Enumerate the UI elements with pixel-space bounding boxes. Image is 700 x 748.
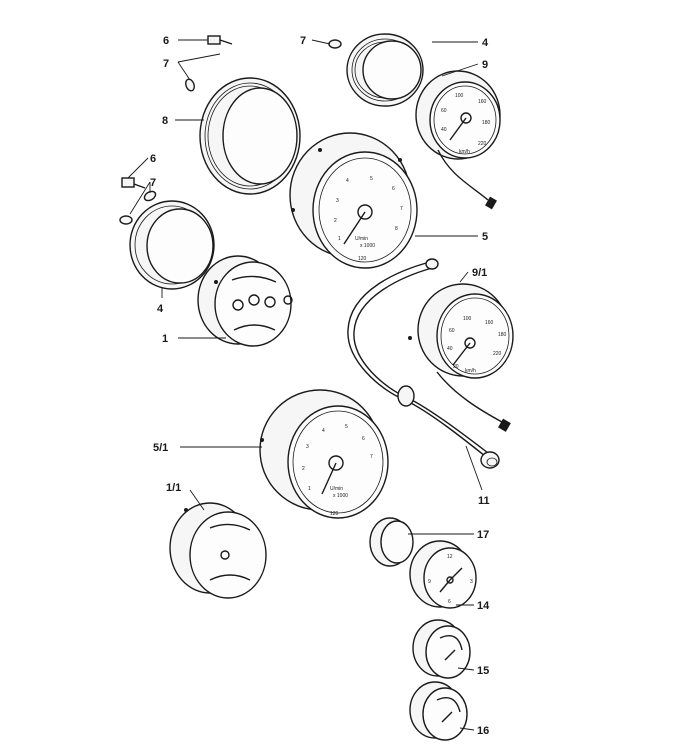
speedometer-9: 100 160 60 180 40 220 km/h bbox=[415, 70, 501, 210]
svg-text:100: 100 bbox=[463, 316, 472, 322]
callout-1: 1 bbox=[162, 333, 168, 345]
combination-gauge-1-1 bbox=[169, 502, 267, 599]
callout-14: 14 bbox=[477, 600, 490, 612]
svg-text:40: 40 bbox=[447, 346, 453, 352]
small-gauge-15 bbox=[412, 619, 471, 679]
bezel-ring-8 bbox=[199, 77, 301, 195]
callout-8: 8 bbox=[162, 115, 168, 127]
svg-text:60: 60 bbox=[441, 108, 447, 114]
svg-text:2: 2 bbox=[302, 466, 305, 472]
svg-text:7: 7 bbox=[370, 454, 373, 460]
combination-gauge-1 bbox=[197, 255, 293, 347]
screw-6-mid bbox=[121, 177, 146, 189]
bulb-7-mid bbox=[119, 190, 157, 225]
callout-9-1: 9/1 bbox=[472, 267, 487, 279]
svg-text:9: 9 bbox=[428, 579, 431, 585]
bulb-7-top-right bbox=[328, 39, 342, 49]
callout-9: 9 bbox=[482, 59, 488, 71]
callout-7-top-right: 7 bbox=[300, 35, 306, 47]
bulb-7-top-left bbox=[185, 78, 195, 92]
svg-text:6: 6 bbox=[362, 436, 365, 442]
svg-text:3: 3 bbox=[336, 198, 339, 204]
svg-text:km/h: km/h bbox=[459, 149, 470, 155]
svg-text:x 1000: x 1000 bbox=[360, 243, 375, 249]
clock-14: 12 3 6 9 bbox=[409, 540, 477, 609]
svg-text:12: 12 bbox=[447, 554, 453, 560]
svg-text:2: 2 bbox=[334, 218, 337, 224]
svg-text:40: 40 bbox=[441, 127, 447, 133]
callout-4-left: 4 bbox=[157, 303, 164, 315]
callout-6-top: 6 bbox=[163, 35, 169, 47]
svg-text:160: 160 bbox=[485, 320, 494, 326]
svg-text:5: 5 bbox=[345, 424, 348, 430]
svg-text:120: 120 bbox=[330, 511, 339, 517]
callout-5: 5 bbox=[482, 231, 488, 243]
svg-text:U/min: U/min bbox=[355, 236, 368, 242]
svg-text:220: 220 bbox=[478, 141, 487, 147]
callout-7-top-left: 7 bbox=[163, 58, 169, 70]
screw-6-top bbox=[207, 35, 233, 45]
svg-text:km/h: km/h bbox=[465, 368, 476, 374]
svg-text:6: 6 bbox=[392, 186, 395, 192]
speedometer-cable-11 bbox=[347, 258, 500, 469]
callout-labels: 6 7 7 4 8 9 6 7 5 4 1 9/1 5/1 11 1/1 17 … bbox=[150, 35, 490, 737]
svg-text:120: 120 bbox=[358, 256, 367, 262]
svg-text:180: 180 bbox=[498, 332, 507, 338]
callout-7-mid: 7 bbox=[150, 177, 156, 189]
svg-text:6: 6 bbox=[448, 599, 451, 605]
callout-16: 16 bbox=[477, 725, 489, 737]
callout-11: 11 bbox=[478, 495, 490, 507]
bezel-ring-4-left bbox=[129, 200, 215, 290]
svg-text:220: 220 bbox=[493, 351, 502, 357]
leader-lines bbox=[127, 39, 483, 731]
callout-17: 17 bbox=[477, 529, 489, 541]
small-gauge-16 bbox=[409, 681, 468, 741]
svg-text:3: 3 bbox=[470, 579, 473, 585]
callout-15: 15 bbox=[477, 665, 489, 677]
svg-text:3: 3 bbox=[306, 444, 309, 450]
svg-text:1: 1 bbox=[308, 486, 311, 492]
svg-text:1: 1 bbox=[338, 236, 341, 242]
bezel-ring-17 bbox=[369, 517, 414, 567]
svg-text:20: 20 bbox=[453, 364, 459, 370]
svg-text:160: 160 bbox=[478, 99, 487, 105]
svg-text:U/min: U/min bbox=[330, 486, 343, 492]
callout-1-1: 1/1 bbox=[166, 482, 181, 494]
bezel-ring-4-top bbox=[346, 33, 424, 107]
speedometer-9-1: 100 160 180 60 40 220 20 km/h bbox=[408, 283, 514, 432]
svg-text:4: 4 bbox=[346, 178, 349, 184]
svg-text:x 1000: x 1000 bbox=[333, 493, 348, 499]
svg-text:8: 8 bbox=[395, 226, 398, 232]
svg-text:60: 60 bbox=[449, 328, 455, 334]
svg-text:7: 7 bbox=[400, 206, 403, 212]
callout-6-mid: 6 bbox=[150, 153, 156, 165]
svg-text:5: 5 bbox=[370, 176, 373, 182]
svg-text:4: 4 bbox=[322, 428, 325, 434]
callout-4-top: 4 bbox=[482, 37, 489, 49]
callout-5-1: 5/1 bbox=[153, 442, 168, 454]
svg-text:100: 100 bbox=[455, 93, 464, 99]
svg-text:180: 180 bbox=[482, 120, 491, 126]
